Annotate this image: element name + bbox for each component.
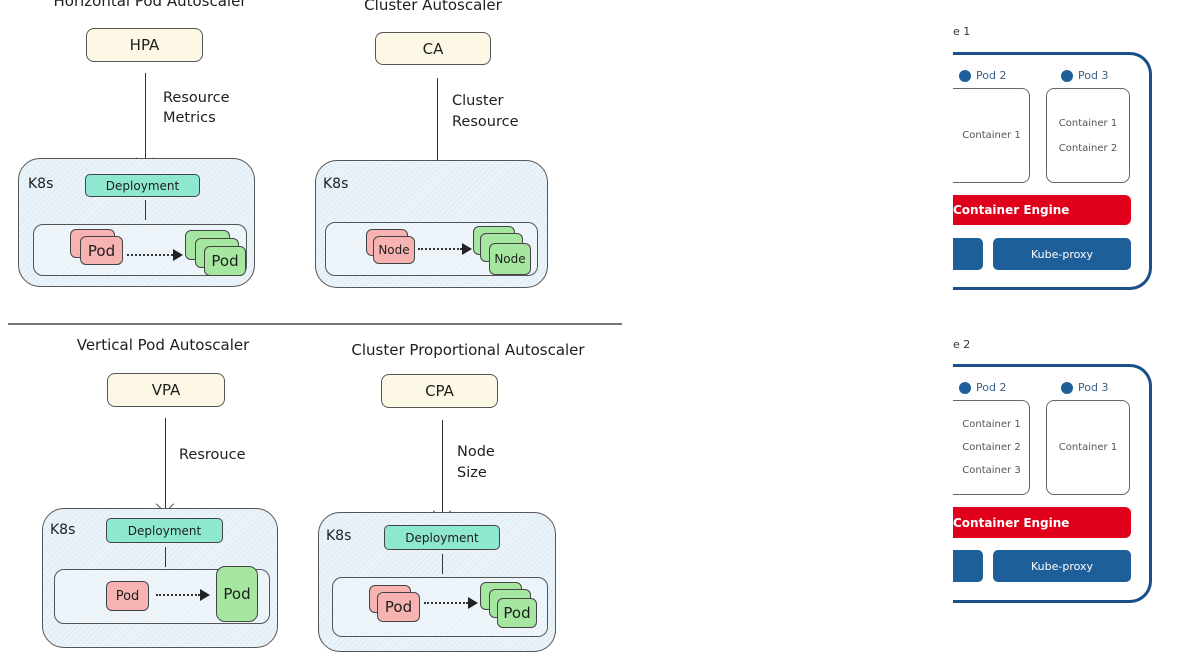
vpa-arrow bbox=[165, 418, 166, 511]
hpa-pod-old: Pod bbox=[80, 236, 123, 265]
cpa-deployment: Deployment bbox=[384, 525, 500, 550]
dotted-line bbox=[418, 248, 462, 250]
ca-arrow bbox=[437, 78, 438, 217]
vpa-deploy-arrow bbox=[165, 547, 166, 567]
arrowhead-icon bbox=[468, 597, 478, 609]
node-2-pod-3-label: Pod 3 bbox=[1061, 381, 1108, 394]
arrowhead-icon bbox=[200, 589, 210, 601]
node-1-kube-proxy: Kube-proxy bbox=[993, 238, 1131, 270]
cpa-deploy-arrow bbox=[442, 554, 443, 574]
node-1-pod-2: Container 1 bbox=[953, 88, 1030, 183]
cpa-box: CPA bbox=[381, 374, 498, 408]
ca-title: Cluster Autoscaler bbox=[364, 0, 502, 14]
container-label: Container 3 bbox=[962, 465, 1021, 476]
arrowhead-icon bbox=[173, 249, 183, 261]
vpa-box: VPA bbox=[107, 373, 225, 407]
ca-box: CA bbox=[375, 32, 491, 65]
dotted-line bbox=[156, 594, 200, 596]
vpa-deployment: Deployment bbox=[106, 518, 223, 543]
cpa-arrow bbox=[442, 420, 443, 519]
cpa-pod-new: Pod bbox=[497, 598, 537, 628]
cpa-title: Cluster Proportional Autoscaler bbox=[351, 341, 585, 359]
hpa-arrow-label-2: Metrics bbox=[163, 110, 216, 126]
dotted-line bbox=[424, 602, 468, 604]
ca-arrow-label-1: Cluster bbox=[452, 93, 504, 109]
vpa-pod-new: Pod bbox=[216, 566, 258, 622]
dotted-line bbox=[127, 254, 173, 256]
arrowhead-icon bbox=[462, 243, 472, 255]
cpa-arrow-label-2: Size bbox=[457, 465, 487, 481]
node-2-pod-3: Container 1 bbox=[1046, 400, 1130, 495]
node-1-kubelet bbox=[953, 238, 983, 270]
node-1-pod-3-label: Pod 3 bbox=[1061, 69, 1108, 82]
node-2-kube-proxy: Kube-proxy bbox=[993, 550, 1131, 582]
container-label: Container 1 bbox=[962, 130, 1021, 141]
divider bbox=[8, 323, 622, 325]
node-panel: e 1 Pod 2 Pod 3 Container 1 Container 1 … bbox=[953, 0, 1200, 630]
hpa-deployment: Deployment bbox=[85, 174, 200, 197]
container-label: Container 1 bbox=[1058, 117, 1118, 129]
hpa-k8s-label: K8s bbox=[28, 176, 54, 192]
container-label: Container 2 bbox=[1058, 142, 1118, 154]
hpa-box: HPA bbox=[86, 28, 203, 62]
node-2-kubelet bbox=[953, 550, 983, 582]
pod-icon bbox=[1061, 69, 1073, 82]
ca-arrow-label-2: Resource bbox=[452, 114, 519, 130]
node-1-pod-3: Container 1 Container 2 bbox=[1046, 88, 1130, 183]
vpa-title: Vertical Pod Autoscaler bbox=[76, 336, 250, 354]
hpa-pod-new: Pod bbox=[204, 246, 246, 276]
ca-node-new: Node bbox=[489, 243, 531, 275]
ca-node-old: Node bbox=[373, 236, 415, 264]
cpa-arrow-label-1: Node bbox=[457, 444, 495, 460]
cpa-pod-old: Pod bbox=[377, 592, 420, 622]
ca-k8s-label: K8s bbox=[323, 176, 349, 192]
hpa-deploy-arrow bbox=[145, 200, 146, 220]
vpa-pod-old: Pod bbox=[106, 581, 149, 611]
vpa-arrow-label: Resrouce bbox=[179, 447, 246, 463]
node-1-pod-2-label: Pod 2 bbox=[959, 69, 1006, 82]
pod-icon bbox=[959, 69, 971, 82]
node-2-container-engine: Container Engine bbox=[953, 507, 1131, 538]
node-2-pod-2-label: Pod 2 bbox=[959, 381, 1006, 394]
cpa-k8s-label: K8s bbox=[326, 528, 352, 544]
container-label: Container 1 bbox=[1058, 442, 1118, 453]
hpa-arrow-label-1: Resource bbox=[163, 90, 230, 106]
node-1-container-engine: Container Engine bbox=[953, 195, 1131, 225]
node-1-label: e 1 bbox=[953, 25, 971, 38]
node-2-pod-2: Container 1 Container 2 Container 3 bbox=[953, 400, 1030, 495]
pod-icon bbox=[1061, 381, 1073, 394]
node-2-label: e 2 bbox=[953, 338, 971, 351]
hpa-title: Horizontal Pod Autoscaler bbox=[53, 0, 247, 10]
hpa-arrow bbox=[145, 73, 146, 165]
pod-icon bbox=[959, 381, 971, 394]
vpa-k8s-label: K8s bbox=[50, 522, 76, 538]
container-label: Container 2 bbox=[962, 442, 1021, 453]
container-label: Container 1 bbox=[962, 419, 1021, 430]
